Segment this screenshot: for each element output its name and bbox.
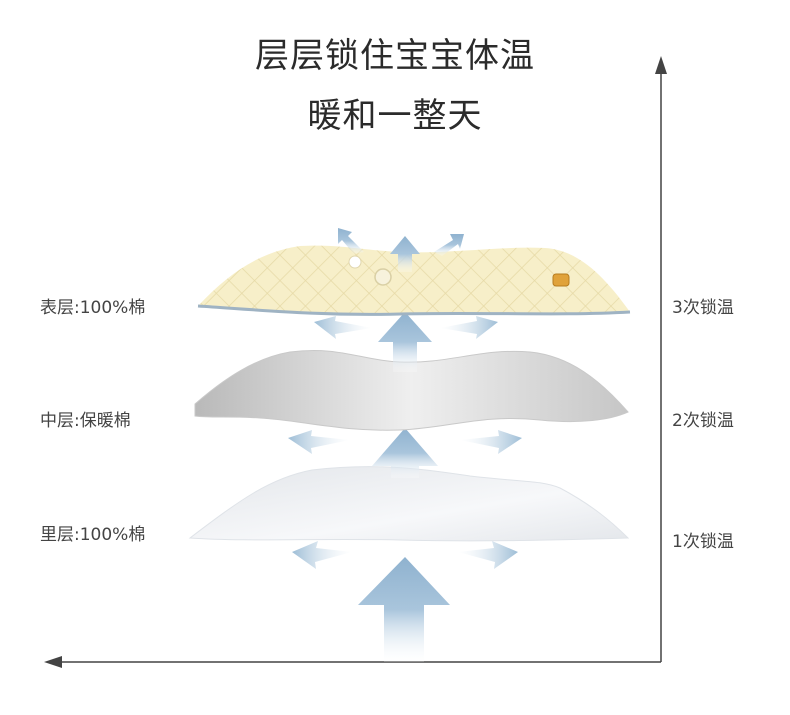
axis-lines (44, 56, 667, 668)
heat-arrow-top-right-icon (440, 316, 498, 339)
snap-button (374, 268, 392, 286)
heat-arrow-escape-left-icon (338, 228, 364, 254)
heat-arrow-escape-center-icon (390, 236, 420, 272)
heat-arrow-mid-center-icon (372, 428, 438, 478)
heat-arrow-left-icon (292, 541, 352, 569)
outer-layer-fabric (198, 245, 630, 315)
fabric-tag (552, 273, 570, 287)
headline-line-1: 层层锁住宝宝体温 (255, 36, 535, 76)
heat-arrow-top-left-icon (314, 316, 372, 339)
middle-layer-padding (194, 350, 629, 431)
outer-layer-edge (197, 304, 631, 316)
inner-layer-lock-label: 1次锁温 (672, 532, 734, 552)
heat-arrow-mid-left-icon (288, 430, 350, 454)
outer-layer-lock-label: 3次锁温 (672, 298, 734, 318)
snap-button (348, 255, 362, 269)
left-arrowhead-icon (44, 656, 62, 668)
middle-layer-label: 中层:保暖棉 (40, 411, 131, 431)
up-arrowhead-icon (655, 56, 667, 74)
heat-arrow-mid-right-icon (460, 430, 522, 454)
outer-layer-label: 表层:100%棉 (40, 298, 146, 318)
inner-layer-label: 里层:100%棉 (40, 525, 146, 545)
heat-arrow-top-center-icon (378, 312, 432, 372)
heat-arrow-large-icon (358, 557, 450, 662)
heat-arrow-right-icon (458, 541, 518, 569)
headline-line-2: 暖和一整天 (307, 96, 483, 136)
heat-arrow-escape-right-icon (434, 234, 464, 256)
inner-layer-fabric (188, 466, 630, 542)
middle-layer-lock-label: 2次锁温 (672, 411, 734, 431)
